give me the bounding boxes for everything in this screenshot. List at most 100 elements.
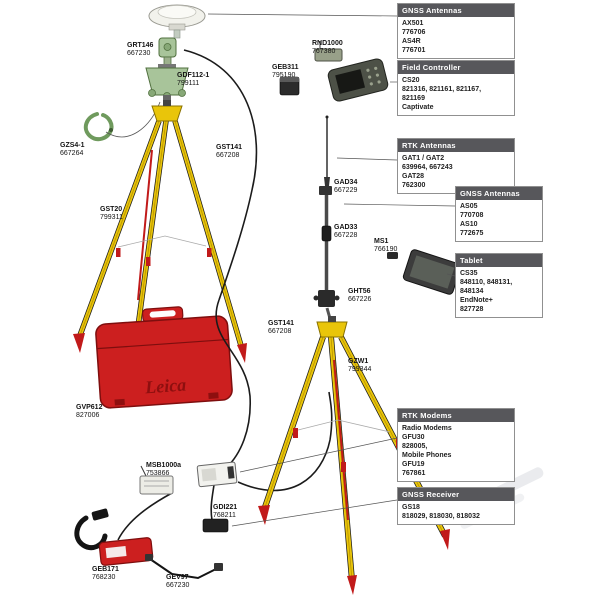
callout-header: Field Controller: [398, 61, 514, 74]
part-name: GEB311: [272, 64, 299, 71]
label-gdi221: GDI221 768211: [213, 504, 237, 520]
part-name: GZS4-1: [60, 142, 85, 149]
part-number: 667230: [127, 50, 151, 57]
callout-body: GS18 818029, 818030, 818032: [398, 501, 514, 524]
part-name: GST141: [268, 320, 295, 327]
callout-line: Captivate: [402, 104, 434, 111]
clamp-ght56: [313, 290, 340, 307]
callout-line: 848110, 848131,: [460, 279, 513, 286]
cable-gev97: [145, 554, 223, 580]
callout-body: CS20 821316, 821161, 821167, 821169 Capt…: [398, 74, 514, 115]
callout-line: 818029, 818030, 818032: [402, 513, 480, 520]
part-name: GEB171: [92, 566, 119, 573]
label-ms1: MS1 766190: [374, 238, 397, 254]
callout-line: AS4R: [402, 38, 421, 45]
usb-ms1: [387, 252, 398, 259]
part-name: GRT146: [127, 42, 154, 49]
callout-body: Radio Modems GFU30 828005, Mobile Phones…: [398, 422, 514, 481]
callout-gnss-antennas-1: GNSS Antennas AX501 776706 AS4R 776701: [397, 3, 515, 59]
callout-body: CS35 848110, 848131, 848134 EndNote+ 827…: [456, 267, 542, 317]
callout-line: 770708: [460, 212, 484, 219]
leica-logo: Leica: [144, 375, 187, 398]
callout-line: GFU30: [402, 434, 425, 441]
part-name: GHT56: [348, 288, 371, 295]
part-number: 667208: [268, 328, 292, 335]
callout-line: 639964, 667243: [402, 164, 453, 171]
radio-rnd1000: [314, 41, 343, 62]
part-number: 667226: [348, 296, 372, 303]
tablet-cs35: [402, 249, 462, 295]
part-number: 768230: [92, 574, 116, 581]
carrier-grt146: [158, 37, 177, 67]
callout-line: Mobile Phones: [402, 452, 452, 459]
rtk-antenna-whip: [324, 115, 330, 186]
part-name: GVP612: [76, 404, 103, 411]
battery-geb311: [279, 76, 300, 96]
callout-line: 772675: [460, 230, 484, 237]
callout-line: EndNote+: [460, 297, 493, 304]
part-number: 667230: [166, 582, 190, 589]
label-gst141-right: GST141 667208: [268, 320, 294, 336]
part-name: GEV97: [166, 574, 189, 581]
part-number: 768211: [213, 512, 236, 519]
radio-device: [196, 461, 238, 488]
part-name: MSB1000a: [146, 462, 182, 469]
label-grt146: GRT146 667230: [127, 42, 153, 58]
part-name: GDI221: [213, 504, 238, 511]
callout-line: 848134: [460, 288, 484, 295]
label-rnd1000: RND1000 767380: [312, 40, 343, 56]
callout-body: AS05 770708 AS10 772675: [456, 200, 542, 241]
part-name: GST20: [100, 206, 123, 213]
part-number: 766190: [374, 246, 398, 253]
callout-line: GFU19: [402, 461, 425, 468]
callout-line: AX501: [402, 20, 424, 27]
part-number: 827006: [76, 412, 100, 419]
callout-line: CS35: [460, 270, 478, 277]
part-number: 799111: [177, 80, 200, 87]
callout-line: GAT1 / GAT2: [402, 155, 445, 162]
label-gad33: GAD33 667228: [334, 224, 357, 240]
part-name: RND1000: [312, 40, 343, 47]
callout-line: Radio Modems: [402, 425, 452, 432]
callout-line: 776706: [402, 29, 426, 36]
height-hook-gzs4: [83, 101, 161, 142]
part-number: 799311: [100, 214, 123, 221]
interface-gdi221: [202, 518, 229, 533]
part-number: 753866: [146, 470, 170, 477]
label-gzw1: GZW1 799344: [348, 358, 371, 374]
callout-line: 776701: [402, 47, 426, 54]
callout-gnss-antennas-2: GNSS Antennas AS05 770708 AS10 772675: [455, 186, 543, 242]
callout-line: AS10: [460, 221, 478, 228]
part-name: GZW1: [348, 358, 369, 365]
callout-line: GS18: [402, 504, 420, 511]
part-name: GST141: [216, 144, 243, 151]
label-gzs4: GZS4-1 667264: [60, 142, 85, 158]
label-ght56: GHT56 667226: [348, 288, 371, 304]
callout-line: CS20: [402, 77, 420, 84]
label-gdf112: GDF112-1 799111: [177, 72, 209, 88]
callout-tablet: Tablet CS35 848110, 848131, 848134 EndNo…: [455, 253, 543, 318]
part-name: GAD33: [334, 224, 358, 231]
part-name: MS1: [374, 238, 389, 245]
part-number: 767380: [312, 48, 336, 55]
label-gst141-left: GST141 667208: [216, 144, 242, 160]
callout-line: 767861: [402, 470, 426, 477]
part-name: GAD34: [334, 179, 358, 186]
callout-line: 762300: [402, 182, 426, 189]
label-gst20: GST20 799311: [100, 206, 123, 222]
callout-leader-lines: [207, 13, 456, 527]
label-gvp612: GVP612 827006: [76, 404, 102, 420]
callout-line: GAT28: [402, 173, 425, 180]
part-number: 667208: [216, 152, 240, 159]
label-msb1000: MSB1000a 753866: [146, 462, 181, 478]
callout-header: RTK Antennas: [398, 139, 514, 152]
modem-msb1000: [139, 465, 174, 495]
callout-header: RTK Modems: [398, 409, 514, 422]
callout-line: 827728: [460, 306, 484, 313]
label-gad34: GAD34 667229: [334, 179, 357, 195]
label-geb171: GEB171 768230: [92, 566, 119, 582]
part-number: 667228: [334, 232, 358, 239]
callout-header: GNSS Receiver: [398, 488, 514, 501]
callout-line: AS05: [460, 203, 478, 210]
